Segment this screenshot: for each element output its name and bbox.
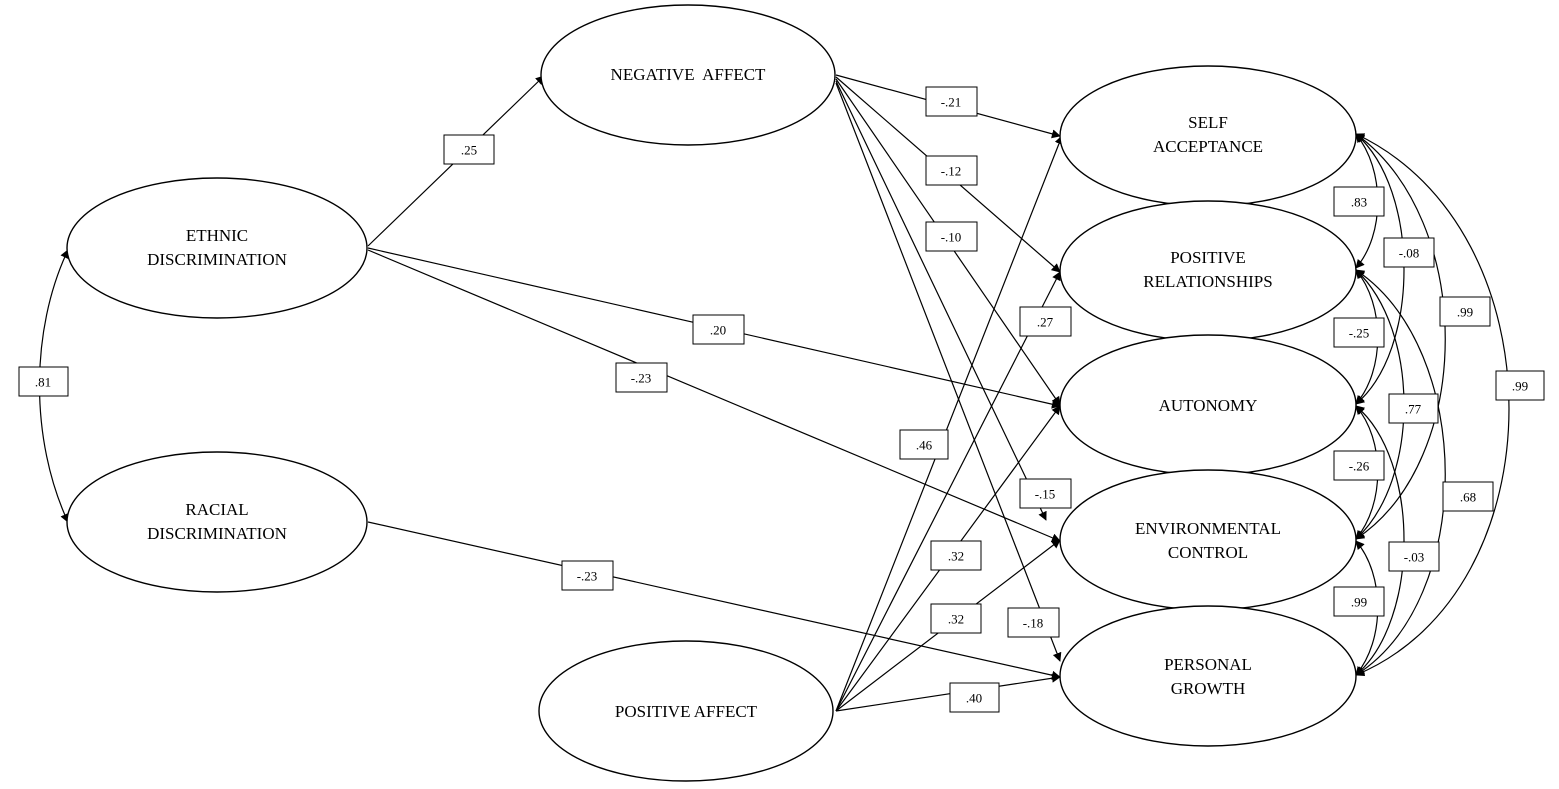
path-neg-pg xyxy=(835,82,1062,662)
svg-text:.20: .20 xyxy=(710,323,726,338)
coef-pos-sa: .46 xyxy=(899,429,949,460)
node-autonomy: AUTONOMY xyxy=(1059,334,1357,476)
svg-text:.77: .77 xyxy=(1405,402,1422,417)
svg-text:.40: .40 xyxy=(966,691,982,706)
node-racial-line2: DISCRIMINATION xyxy=(147,524,287,543)
coef-cov-sa-pg: .99 xyxy=(1495,370,1545,401)
coef-cov-sa-aut: -.08 xyxy=(1383,237,1435,268)
svg-text:-.23: -.23 xyxy=(631,371,652,386)
svg-text:.99: .99 xyxy=(1351,595,1367,610)
coef-neg-aut: -.10 xyxy=(925,221,978,252)
svg-text:.25: .25 xyxy=(461,143,477,158)
svg-text:-.23: -.23 xyxy=(577,569,598,584)
coef-cov-pr-env: .77 xyxy=(1388,393,1439,424)
coef-rac-pg: -.23 xyxy=(561,560,614,591)
node-self-acceptance: SELF ACCEPTANCE xyxy=(1059,65,1357,207)
svg-text:.99: .99 xyxy=(1512,379,1528,394)
nodes: ETHNIC DISCRIMINATION RACIAL DISCRIMINAT… xyxy=(66,4,1357,782)
cov-sa-pg xyxy=(1355,133,1510,677)
coefficients: .25 .20 -.23 -.23 -.21 -.12 -.10 -.15 -.… xyxy=(18,86,1545,713)
svg-text:.27: .27 xyxy=(1037,315,1054,330)
node-positive-relationships-line1: POSITIVE xyxy=(1170,248,1246,267)
node-environmental-control: ENVIRONMENTAL CONTROL xyxy=(1059,469,1357,611)
coef-pos-env: .32 xyxy=(930,603,982,634)
path-neg-env xyxy=(835,80,1047,521)
coef-pos-pr: .27 xyxy=(1019,306,1072,337)
path-pos-pr xyxy=(835,271,1061,712)
svg-text:.68: .68 xyxy=(1460,490,1476,505)
node-personal-growth-line1: PERSONAL xyxy=(1164,655,1252,674)
node-environmental-control-line2: CONTROL xyxy=(1168,543,1248,562)
svg-text:-.18: -.18 xyxy=(1023,616,1044,631)
coef-cov-sa-pr: .83 xyxy=(1333,186,1385,217)
svg-text:.81: .81 xyxy=(35,375,51,390)
svg-text:-.12: -.12 xyxy=(941,164,962,179)
coef-neg-sa: -.21 xyxy=(925,86,978,117)
coef-neg-env: -.15 xyxy=(1019,478,1072,509)
path-pos-pg xyxy=(835,673,1061,712)
svg-text:.46: .46 xyxy=(916,438,933,453)
cov-pr-pg xyxy=(1355,269,1446,676)
cov-aut-pg xyxy=(1355,405,1405,676)
svg-text:-.03: -.03 xyxy=(1404,550,1425,565)
coef-pos-pg: .40 xyxy=(949,682,1000,713)
svg-text:.83: .83 xyxy=(1351,195,1367,210)
node-ethnic-line2: DISCRIMINATION xyxy=(147,250,287,269)
coef-eth-neg: .25 xyxy=(443,134,495,165)
node-racial-discrimination: RACIAL DISCRIMINATION xyxy=(66,451,368,593)
node-self-acceptance-line2: ACCEPTANCE xyxy=(1153,137,1263,156)
path-rac-pg xyxy=(367,521,1061,680)
coef-eth-aut: .20 xyxy=(692,314,745,345)
node-self-acceptance-line1: SELF xyxy=(1188,113,1228,132)
svg-text:-.10: -.10 xyxy=(941,230,962,245)
svg-text:-.15: -.15 xyxy=(1035,487,1056,502)
svg-text:.99: .99 xyxy=(1457,305,1473,320)
coef-cov-aut-pg: -.03 xyxy=(1388,541,1440,572)
coef-pos-aut: .32 xyxy=(930,540,982,571)
node-autonomy-line1: AUTONOMY xyxy=(1159,396,1258,415)
svg-text:-.21: -.21 xyxy=(941,95,962,110)
node-positive-relationships-line2: RELATIONSHIPS xyxy=(1143,272,1272,291)
coef-cov-eth-rac: .81 xyxy=(18,366,69,397)
cov-sa-env xyxy=(1355,133,1446,540)
svg-text:.32: .32 xyxy=(948,612,964,627)
node-personal-growth: PERSONAL GROWTH xyxy=(1059,605,1357,747)
node-negative-line1: NEGATIVE AFFECT xyxy=(611,65,767,84)
coef-cov-pr-pg: .68 xyxy=(1442,481,1494,512)
coef-cov-sa-env: .99 xyxy=(1439,296,1491,327)
node-positive-affect: POSITIVE AFFECT xyxy=(538,640,834,782)
coef-eth-env: -.23 xyxy=(615,362,668,393)
node-environmental-control-line1: ENVIRONMENTAL xyxy=(1135,519,1281,538)
node-ethnic-discrimination: ETHNIC DISCRIMINATION xyxy=(66,177,368,319)
svg-text:.32: .32 xyxy=(948,549,964,564)
path-eth-env xyxy=(367,249,1061,543)
coef-cov-aut-env: -.26 xyxy=(1333,450,1385,481)
node-positive-relationships: POSITIVE RELATIONSHIPS xyxy=(1059,200,1357,342)
node-negative-affect: NEGATIVE AFFECT xyxy=(540,4,836,146)
node-racial-line1: RACIAL xyxy=(185,500,248,519)
node-ethnic-line1: ETHNIC xyxy=(186,226,248,245)
coef-cov-pr-aut: -.25 xyxy=(1333,317,1385,348)
cov-sa-aut xyxy=(1355,133,1405,405)
coef-neg-pg: -.18 xyxy=(1007,607,1060,638)
coef-cov-env-pg: .99 xyxy=(1333,586,1385,617)
svg-text:-.25: -.25 xyxy=(1349,326,1370,341)
svg-text:-.26: -.26 xyxy=(1349,459,1370,474)
node-positive-line1: POSITIVE AFFECT xyxy=(615,702,758,721)
node-personal-growth-line2: GROWTH xyxy=(1171,679,1246,698)
svg-text:-.08: -.08 xyxy=(1399,246,1420,261)
coef-neg-pr: -.12 xyxy=(925,155,978,186)
path-pos-sa xyxy=(835,135,1064,712)
